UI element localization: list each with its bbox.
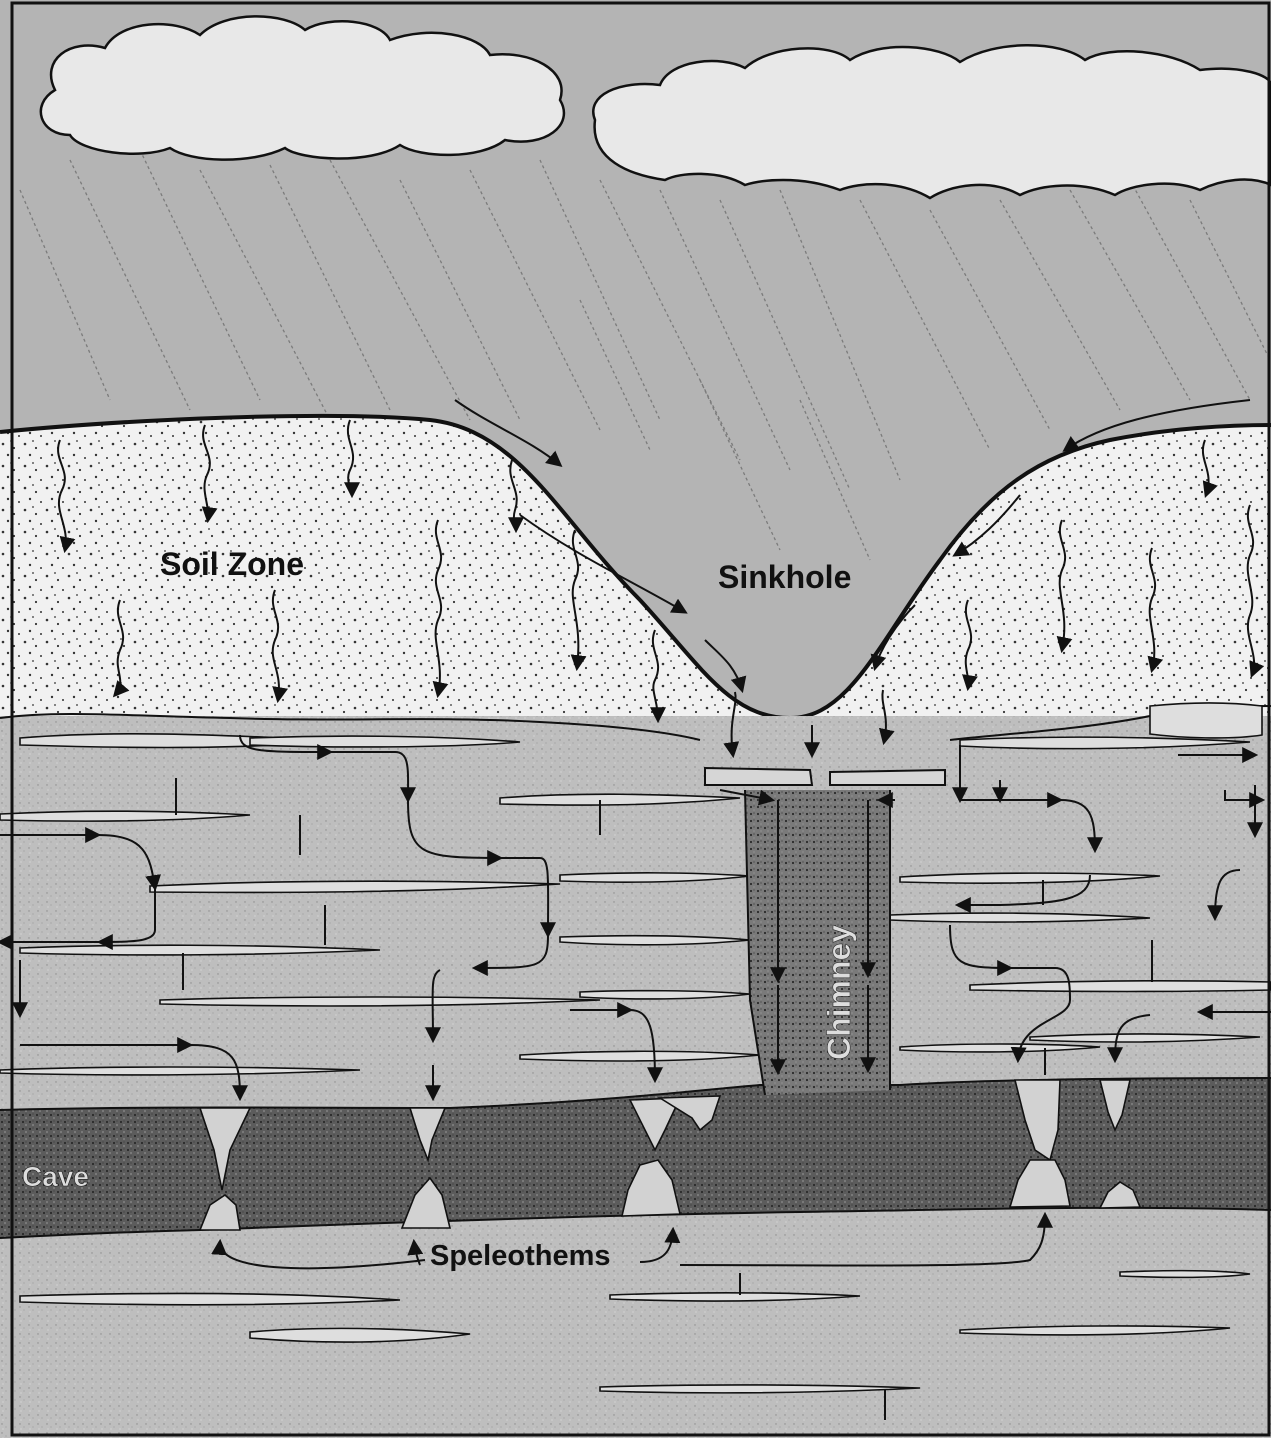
chimney-label: Chimney xyxy=(821,925,857,1060)
cave-label: Cave xyxy=(22,1161,89,1192)
soil-zone-label: Soil Zone xyxy=(160,546,304,582)
sinkhole-label: Sinkhole xyxy=(718,559,851,595)
cloud-right xyxy=(593,45,1271,198)
speleothems-label: Speleothems xyxy=(430,1240,611,1272)
